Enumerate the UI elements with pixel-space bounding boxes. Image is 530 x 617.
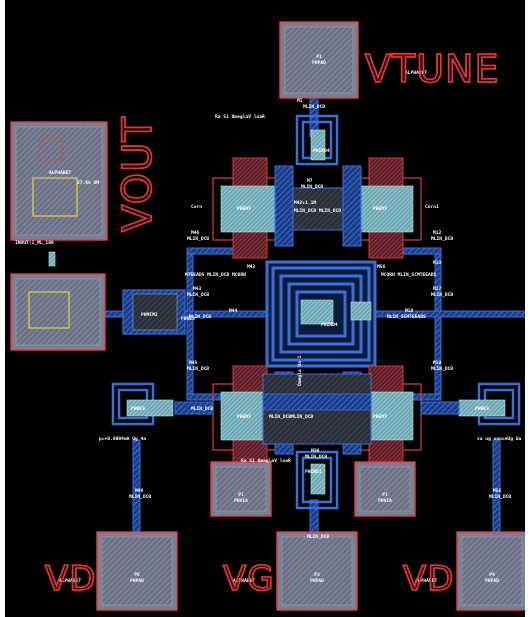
svg-text:ALPHABET: ALPHABET bbox=[49, 170, 71, 176]
svg-text:M42: M42 bbox=[247, 264, 256, 270]
svg-text:INOUT(1_ML_100: INOUT(1_ML_100 bbox=[15, 240, 54, 246]
svg-text:M55: M55 bbox=[493, 488, 502, 494]
svg-text:MLIN_DCB: MLIN_DCB bbox=[301, 184, 323, 190]
pin-label-vg: VG bbox=[223, 559, 275, 599]
svg-text:Corn: Corn bbox=[191, 204, 202, 210]
pin-label-vout: VOUT bbox=[115, 116, 161, 232]
pad-p4: P4 PHPAD bbox=[456, 531, 525, 611]
svg-text:MLIN_DCB: MLIN_DCB bbox=[307, 534, 329, 540]
svg-text:PHPAD: PHPAD bbox=[485, 578, 499, 584]
vout-cyan-tab bbox=[48, 251, 56, 267]
svg-text:PHMIM2: PHMIM2 bbox=[141, 312, 158, 318]
svg-text:MLIN_DCB: MLIN_DCB bbox=[187, 236, 209, 242]
svg-text:P4: P4 bbox=[489, 572, 495, 578]
svg-text:PHRES: PHRES bbox=[181, 316, 195, 322]
svg-text:M43: M43 bbox=[193, 286, 202, 292]
svg-text:PHPAD: PHPAD bbox=[310, 578, 324, 584]
svg-text:MLIN_DCB: MLIN_DCB bbox=[187, 292, 209, 298]
svg-text:PHRES: PHRES bbox=[131, 406, 145, 412]
line-labels: Ra S1 OmeglaV loaR M1 MLIN_DCB M7 MLIN_D… bbox=[129, 98, 511, 500]
svg-text:MLIN_DCB MLIN_DCB: MLIN_DCB MLIN_DCB bbox=[294, 208, 341, 214]
pin-label-vtune: VTUNE bbox=[365, 47, 499, 91]
svg-text:27.6k UM: 27.6k UM bbox=[77, 180, 99, 186]
svg-text:MLIN_DCB: MLIN_DCB bbox=[187, 366, 209, 372]
pad-vout: ALPHABET 27.6k UM INOUT(1_ML_100 bbox=[10, 121, 108, 246]
svg-text:P1: P1 bbox=[382, 492, 388, 498]
svg-text:M17: M17 bbox=[433, 286, 442, 292]
pin-label-vd-left: VD bbox=[45, 559, 96, 599]
pin-label-vd-right: VD bbox=[403, 559, 454, 599]
svg-text:MLIN_DCB: MLIN_DCB bbox=[431, 236, 453, 242]
svg-text:M56: M56 bbox=[377, 264, 386, 270]
svg-text:MLIN_SCMTEEADS: MLIN_SCMTEEADS bbox=[387, 314, 426, 320]
svg-text:M13: M13 bbox=[433, 260, 442, 266]
top-bridge bbox=[292, 187, 344, 231]
svg-text:PHPAD: PHPAD bbox=[130, 578, 144, 584]
hemt-top-left: PHEMT bbox=[212, 157, 294, 259]
svg-text:ALPHABET: ALPHABET bbox=[415, 578, 437, 584]
layout-canvas: PHIND4 PHIND4 PHIND1 PHEMT PHEMT PHEMT bbox=[5, 0, 525, 617]
svg-text:M46: M46 bbox=[191, 230, 200, 236]
svg-text:PHEMT: PHEMT bbox=[373, 414, 387, 420]
svg-text:MTEEADS MLIN_DCB MCORN: MTEEADS MLIN_DCB MCORN bbox=[185, 272, 246, 278]
svg-text:M19: M19 bbox=[433, 360, 442, 366]
pad-p1-tag: ALPHABET bbox=[405, 70, 427, 76]
svg-text:P1: P1 bbox=[238, 492, 244, 498]
svg-text:M30: M30 bbox=[311, 448, 320, 454]
pad-via-right: P1 PHVIA bbox=[354, 461, 416, 517]
bottom-bridge-label: MLIN_DCBMLIN_DCB bbox=[269, 414, 313, 420]
svg-text:Ra S1 OmeglaV loaR: Ra S1 OmeglaV loaR bbox=[241, 458, 291, 464]
pad-p3: P3 PHPAD bbox=[276, 531, 358, 611]
misc-labels: MTEEADS MLIN_DCB MCORN MCORN MLIN_SCMTEE… bbox=[99, 204, 521, 540]
phind-top-label: PHIND4 bbox=[313, 148, 330, 154]
center-inductor-core bbox=[300, 299, 334, 325]
svg-text:MLIN_DCB: MLIN_DCB bbox=[305, 454, 327, 460]
svg-text:MCORN MLIN_SCMTEEADS: MCORN MLIN_SCMTEEADS bbox=[381, 272, 437, 278]
svg-text:P3: P3 bbox=[314, 572, 320, 578]
pad-via-left: P1 PHVIA bbox=[210, 461, 272, 517]
bottom-inductor bbox=[295, 450, 339, 510]
svg-text:M1: M1 bbox=[297, 98, 303, 104]
svg-text:M48: M48 bbox=[135, 488, 144, 494]
pad-p1-top: P1 PHPAD bbox=[279, 21, 359, 99]
svg-text:MLIN_DCB: MLIN_DCB bbox=[489, 494, 511, 500]
svg-text:M18: M18 bbox=[405, 308, 414, 314]
svg-text:MLIN_DCB: MLIN_DCB bbox=[431, 292, 453, 298]
svg-text:Corn1: Corn1 bbox=[425, 204, 439, 210]
svg-text:PHEMT: PHEMT bbox=[237, 206, 251, 212]
mim-capacitor-left: PHMIM2 bbox=[122, 289, 186, 335]
svg-text:M45: M45 bbox=[189, 360, 198, 366]
svg-text:ALPHABET: ALPHABET bbox=[59, 578, 81, 584]
svg-text:PHEMT: PHEMT bbox=[237, 414, 251, 420]
svg-text:M7: M7 bbox=[307, 178, 313, 184]
svg-text:va ug ounceUg Ua: va ug ounceUg Ua bbox=[477, 436, 521, 442]
pad-left-mid bbox=[10, 273, 106, 351]
phind-bottom-label: PHIND1 bbox=[305, 469, 322, 475]
hemt-top-right: PHEMT bbox=[342, 157, 422, 259]
svg-text:MLIN_DCB: MLIN_DCB bbox=[189, 314, 211, 320]
svg-text:M44: M44 bbox=[229, 308, 238, 314]
svg-text:P5: P5 bbox=[134, 572, 140, 578]
svg-text:PHPAD: PHPAD bbox=[312, 60, 326, 66]
svg-text:p=+0.0004mA Ug 4a: p=+0.0004mA Ug 4a bbox=[99, 436, 146, 442]
svg-text:ALPHABET: ALPHABET bbox=[233, 578, 255, 584]
svg-text:Ra S1 OmeglaV loaR: Ra S1 OmeglaV loaR bbox=[215, 114, 265, 120]
svg-text:PHEMT: PHEMT bbox=[373, 206, 387, 212]
center-note: Omegla Ua 1 bbox=[297, 355, 303, 386]
svg-text:PHVIA: PHVIA bbox=[234, 498, 248, 504]
svg-text:MLIN_DCB: MLIN_DCB bbox=[431, 366, 453, 372]
pad-p5: P5 PHPAD bbox=[96, 531, 178, 611]
svg-text:P1: P1 bbox=[316, 54, 322, 60]
phind-center-label: PHIND4 bbox=[321, 322, 338, 328]
svg-text:MLIN_DCB: MLIN_DCB bbox=[129, 494, 151, 500]
svg-text:PHVIA: PHVIA bbox=[378, 498, 392, 504]
svg-text:M42+1.1M: M42+1.1M bbox=[294, 200, 316, 206]
svg-text:MLIN_DCB: MLIN_DCB bbox=[191, 406, 213, 412]
svg-text:M12: M12 bbox=[433, 230, 442, 236]
svg-text:MLIN_DCB: MLIN_DCB bbox=[303, 104, 325, 110]
svg-text:PHRES: PHRES bbox=[475, 406, 489, 412]
